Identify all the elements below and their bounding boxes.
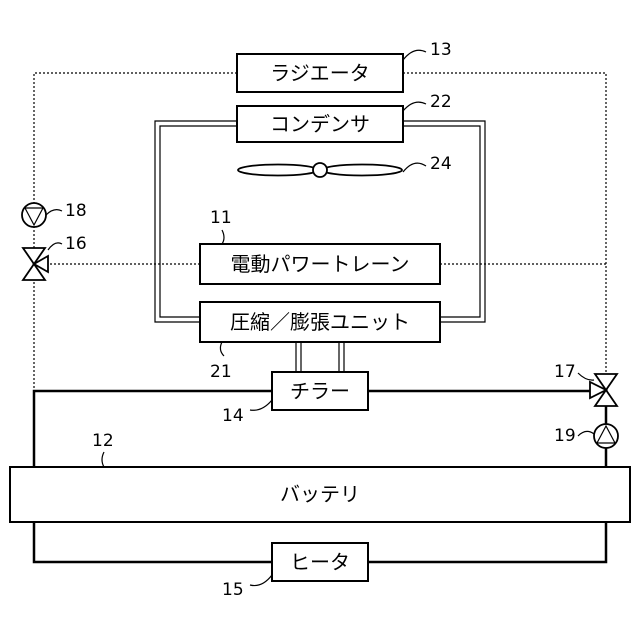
battery-loop-top-left: [34, 391, 272, 467]
ref-21: 21: [210, 362, 232, 382]
leader-22: [403, 102, 426, 111]
ref-24: 24: [430, 154, 452, 174]
leader-13: [403, 50, 426, 60]
radiator-label: ラジエータ: [270, 61, 370, 85]
leader-14: [250, 400, 272, 410]
leader-16: [48, 243, 62, 250]
ref-12: 12: [92, 431, 114, 451]
ref-13: 13: [430, 40, 452, 60]
valve-right-icon: [590, 374, 617, 406]
leader-21: [220, 342, 224, 356]
leader-19: [578, 431, 594, 436]
powertrain-label: 電動パワートレーン: [231, 252, 410, 276]
leader-11: [222, 230, 224, 244]
leader-17: [578, 373, 594, 380]
ref-19: 19: [554, 426, 576, 446]
valve-left-icon: [23, 248, 48, 280]
leader-24: [403, 163, 426, 172]
condenser-label: コンデンサ: [270, 112, 370, 136]
ref-22: 22: [430, 92, 452, 112]
ref-15: 15: [222, 580, 244, 600]
ref-16: 16: [65, 234, 87, 254]
battery-label: バッテリ: [280, 482, 360, 506]
ref-18: 18: [65, 201, 87, 221]
ref-11: 11: [210, 208, 232, 228]
fan-icon: [238, 163, 402, 177]
ref-14: 14: [222, 406, 244, 426]
leader-18: [46, 210, 62, 215]
leader-15: [250, 575, 272, 586]
leader-12: [102, 452, 104, 467]
ref-17: 17: [554, 362, 576, 382]
compression-unit-label: 圧縮／膨張ユニット: [230, 310, 410, 334]
refrigerant-loop-outer-right: [403, 121, 485, 322]
pump-left-icon: [22, 203, 46, 227]
pump-right-icon: [594, 424, 618, 448]
chiller-label: チラー: [290, 379, 350, 403]
heater-label: ヒータ: [290, 550, 350, 574]
